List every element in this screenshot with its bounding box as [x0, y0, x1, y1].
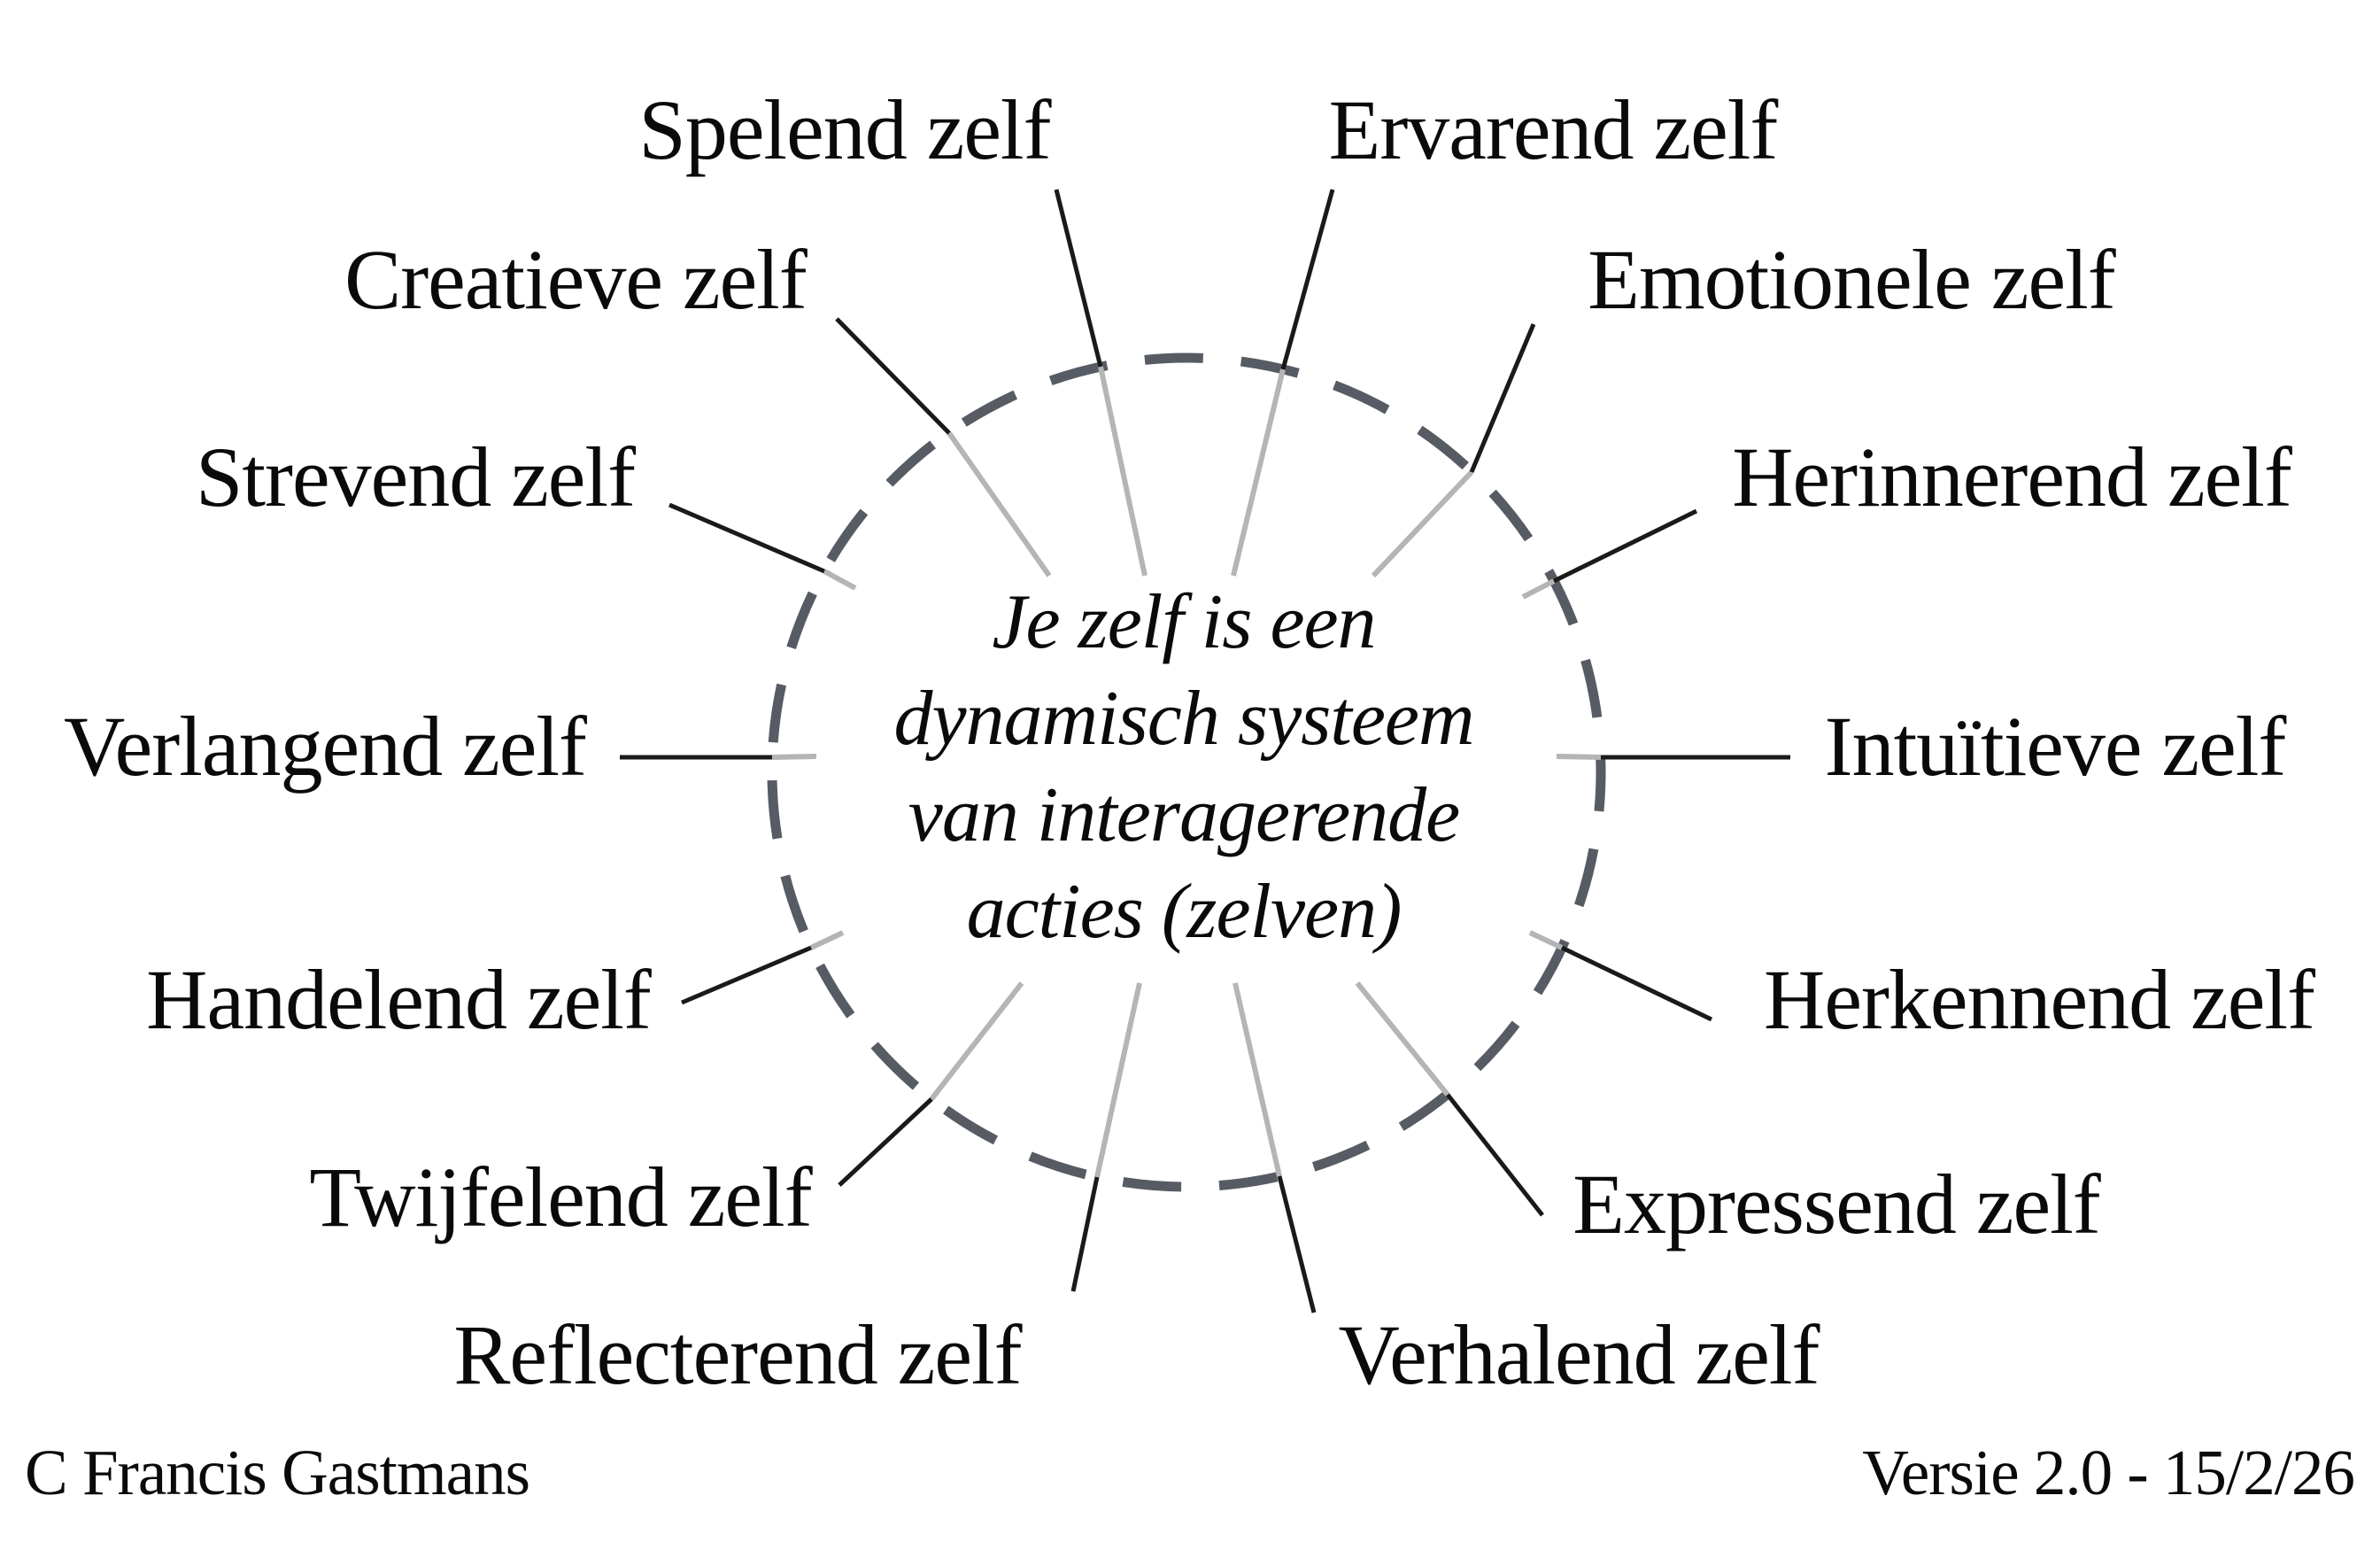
connector-lines [620, 189, 1790, 1313]
self-label-verlangend: Verlangend zelf [63, 699, 587, 794]
self-label-intuïtieve: Intuïtieve zelf [1824, 699, 2287, 794]
connector-verhalend [1277, 1175, 1317, 1313]
connector-emotionele [1469, 323, 1536, 473]
self-label-verhalend: Verhalend zelf [1338, 1307, 1820, 1402]
inner-ray-herkennend [1528, 930, 1564, 950]
author-credit: C Francis Gastmans [25, 1437, 530, 1508]
connector-spelend [1054, 189, 1103, 368]
self-label-spelend: Spelend zelf [638, 82, 1051, 177]
connector-handelend [681, 945, 812, 1005]
connector-expressend [1446, 1093, 1544, 1217]
self-label-handelend: Handelend zelf [146, 952, 652, 1047]
connector-twijfelend [838, 1097, 933, 1187]
self-label-emotionele: Emotionele zelf [1588, 232, 2115, 327]
self-label-creatieve: Creatieve zelf [344, 232, 808, 327]
inner-ray-emotionele [1371, 469, 1474, 578]
inner-ray-reflecterend [1094, 982, 1142, 1178]
self-label-strevend: Strevend zelf [195, 430, 636, 524]
inner-ray-twijfelend [929, 981, 1024, 1101]
center-statement-line: van interagerende [908, 772, 1460, 858]
self-label-expressend: Expressend zelf [1572, 1157, 2100, 1251]
version-stamp: Versie 2.0 - 15/2/26 [1862, 1437, 2355, 1508]
inner-ray-handelend [809, 930, 845, 950]
connector-herkennend [1560, 945, 1713, 1022]
self-label-herinnerend: Herinnerend zelf [1732, 430, 2292, 524]
inner-ray-herinnerend [1521, 578, 1556, 600]
inner-ray-verhalend [1232, 982, 1282, 1177]
inner-ray-strevend [823, 569, 857, 591]
connector-herinnerend [1552, 508, 1698, 584]
self-label-reflecterend: Reflecterend zelf [453, 1307, 1022, 1402]
inner-ray-intuïtieve [1556, 754, 1602, 760]
connector-ervarend [1280, 189, 1335, 370]
connector-creatieve [835, 317, 951, 435]
center-statement-line: Je zelf is een [992, 579, 1376, 665]
self-label-ervarend: Ervarend zelf [1328, 82, 1779, 177]
inner-ray-verlangend [771, 754, 817, 760]
connector-reflecterend [1070, 1176, 1100, 1292]
inner-ray-expressend [1355, 981, 1450, 1096]
inner-ray-spelend [1098, 366, 1148, 577]
inner-ray-ervarend [1231, 368, 1286, 577]
inner-ray-creatieve [947, 431, 1052, 577]
self-label-herkennend: Herkennend zelf [1764, 952, 2315, 1047]
self-label-twijfelend: Twijfelend zelf [309, 1150, 812, 1244]
connector-strevend [668, 502, 825, 574]
dashed-circle [767, 353, 1606, 1192]
center-statement-line: acties (zelven) [966, 869, 1402, 955]
center-statement-line: dynamisch systeem [893, 676, 1474, 762]
center-statement: Je zelf is een dynamisch systeem van int… [893, 574, 1474, 960]
